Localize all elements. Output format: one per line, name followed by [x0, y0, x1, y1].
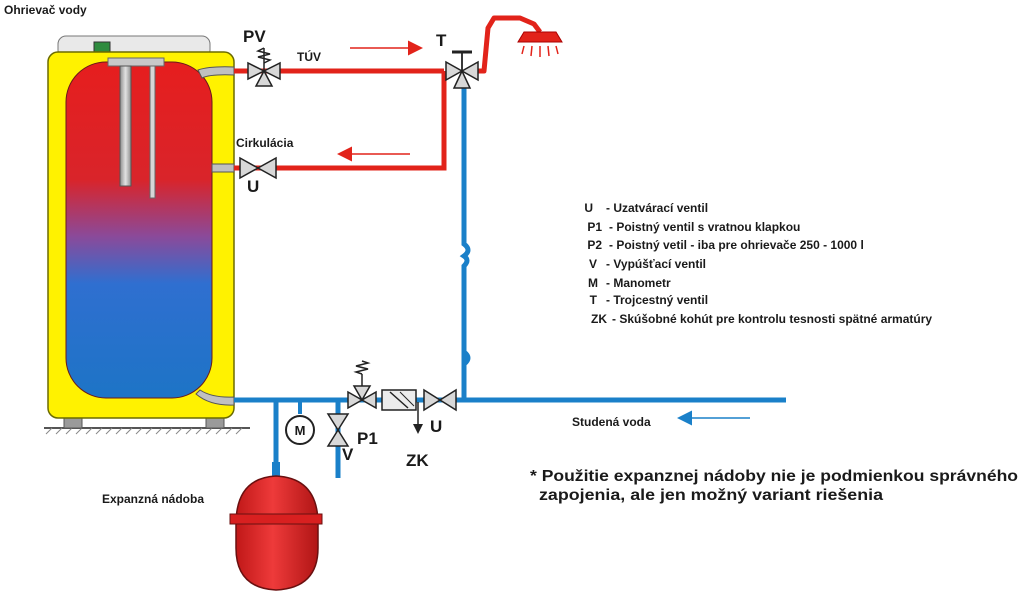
cold-shutoff-valve-icon	[423, 388, 457, 412]
legend-code: V	[589, 257, 597, 271]
pipe-crossover	[462, 350, 471, 366]
legend-code: T	[590, 293, 598, 307]
circulation-label: Cirkulácia	[236, 136, 294, 150]
legend-code: P1	[587, 220, 602, 234]
legend-desc: - Vypúšťací ventil	[606, 257, 706, 271]
legend-code: U	[584, 201, 593, 215]
floor-hatch	[45, 427, 243, 435]
thermostat-sheath	[149, 65, 156, 199]
cold-inlet-stub	[195, 389, 235, 406]
manometer-label: M	[295, 423, 306, 438]
expansion-vessel-icon	[229, 462, 323, 591]
drain-valve-icon	[326, 413, 350, 447]
legend-desc: - Skúšobné kohút pre kontrolu tesnosti s…	[612, 312, 932, 326]
pv-valve-icon	[247, 47, 281, 87]
mixing-valve-icon	[445, 50, 479, 89]
legend-desc: - Poistný vetil - iba pre ohrievače 250 …	[609, 238, 864, 252]
circulation-shutoff-valve-icon	[239, 156, 277, 180]
circulation-stub	[211, 163, 235, 173]
heater-label: Ohrievač vody	[4, 3, 87, 17]
test-cock-icon	[413, 402, 423, 434]
circulation-pipe	[234, 71, 447, 171]
legend-desc: - Uzatvárací ventil	[606, 201, 708, 215]
manometer-icon: M	[285, 415, 315, 445]
check-valve-icon	[381, 389, 417, 411]
footnote-line-1: * Použitie expanznej nádoby nie je podmi…	[530, 468, 1018, 485]
p1-valve-icon	[347, 360, 377, 410]
legend-code: ZK	[591, 312, 607, 326]
thermostat-indicator	[93, 41, 111, 53]
mixing-valve-label: T	[436, 31, 447, 50]
legend: U - Uzatvárací ventil P1 - Poistný venti…	[584, 201, 932, 326]
expansion-vessel-label: Expanzná nádoba	[102, 492, 204, 506]
hot-outlet-stub	[197, 66, 235, 79]
drain-valve-label: V	[342, 445, 354, 464]
legend-desc: - Poistný ventil s vratnou klapkou	[609, 220, 800, 234]
footnote-line-2: zapojenia, ale jen možný variant riešeni…	[539, 487, 883, 504]
cold-valve-label: U	[430, 417, 442, 436]
test-cock-label: ZK	[406, 451, 429, 470]
circulation-valve-label: U	[247, 177, 259, 196]
pv-label: PV	[243, 27, 266, 46]
shower-riser-pipe	[478, 15, 542, 74]
cold-water-label: Studená voda	[572, 415, 651, 429]
legend-code: M	[588, 276, 598, 290]
tank-flange	[107, 57, 165, 67]
shower-head-icon	[517, 31, 563, 57]
heating-element	[119, 65, 132, 187]
p1-label: P1	[357, 429, 378, 448]
tuv-label: TÚV	[297, 49, 321, 64]
cold-riser-pipe	[459, 86, 471, 398]
water-heater	[44, 35, 250, 435]
tank-inner-vessel	[65, 61, 213, 399]
legend-code: P2	[587, 238, 602, 252]
legend-desc: - Manometr	[606, 276, 671, 290]
legend-desc: - Trojcestný ventil	[606, 293, 708, 307]
